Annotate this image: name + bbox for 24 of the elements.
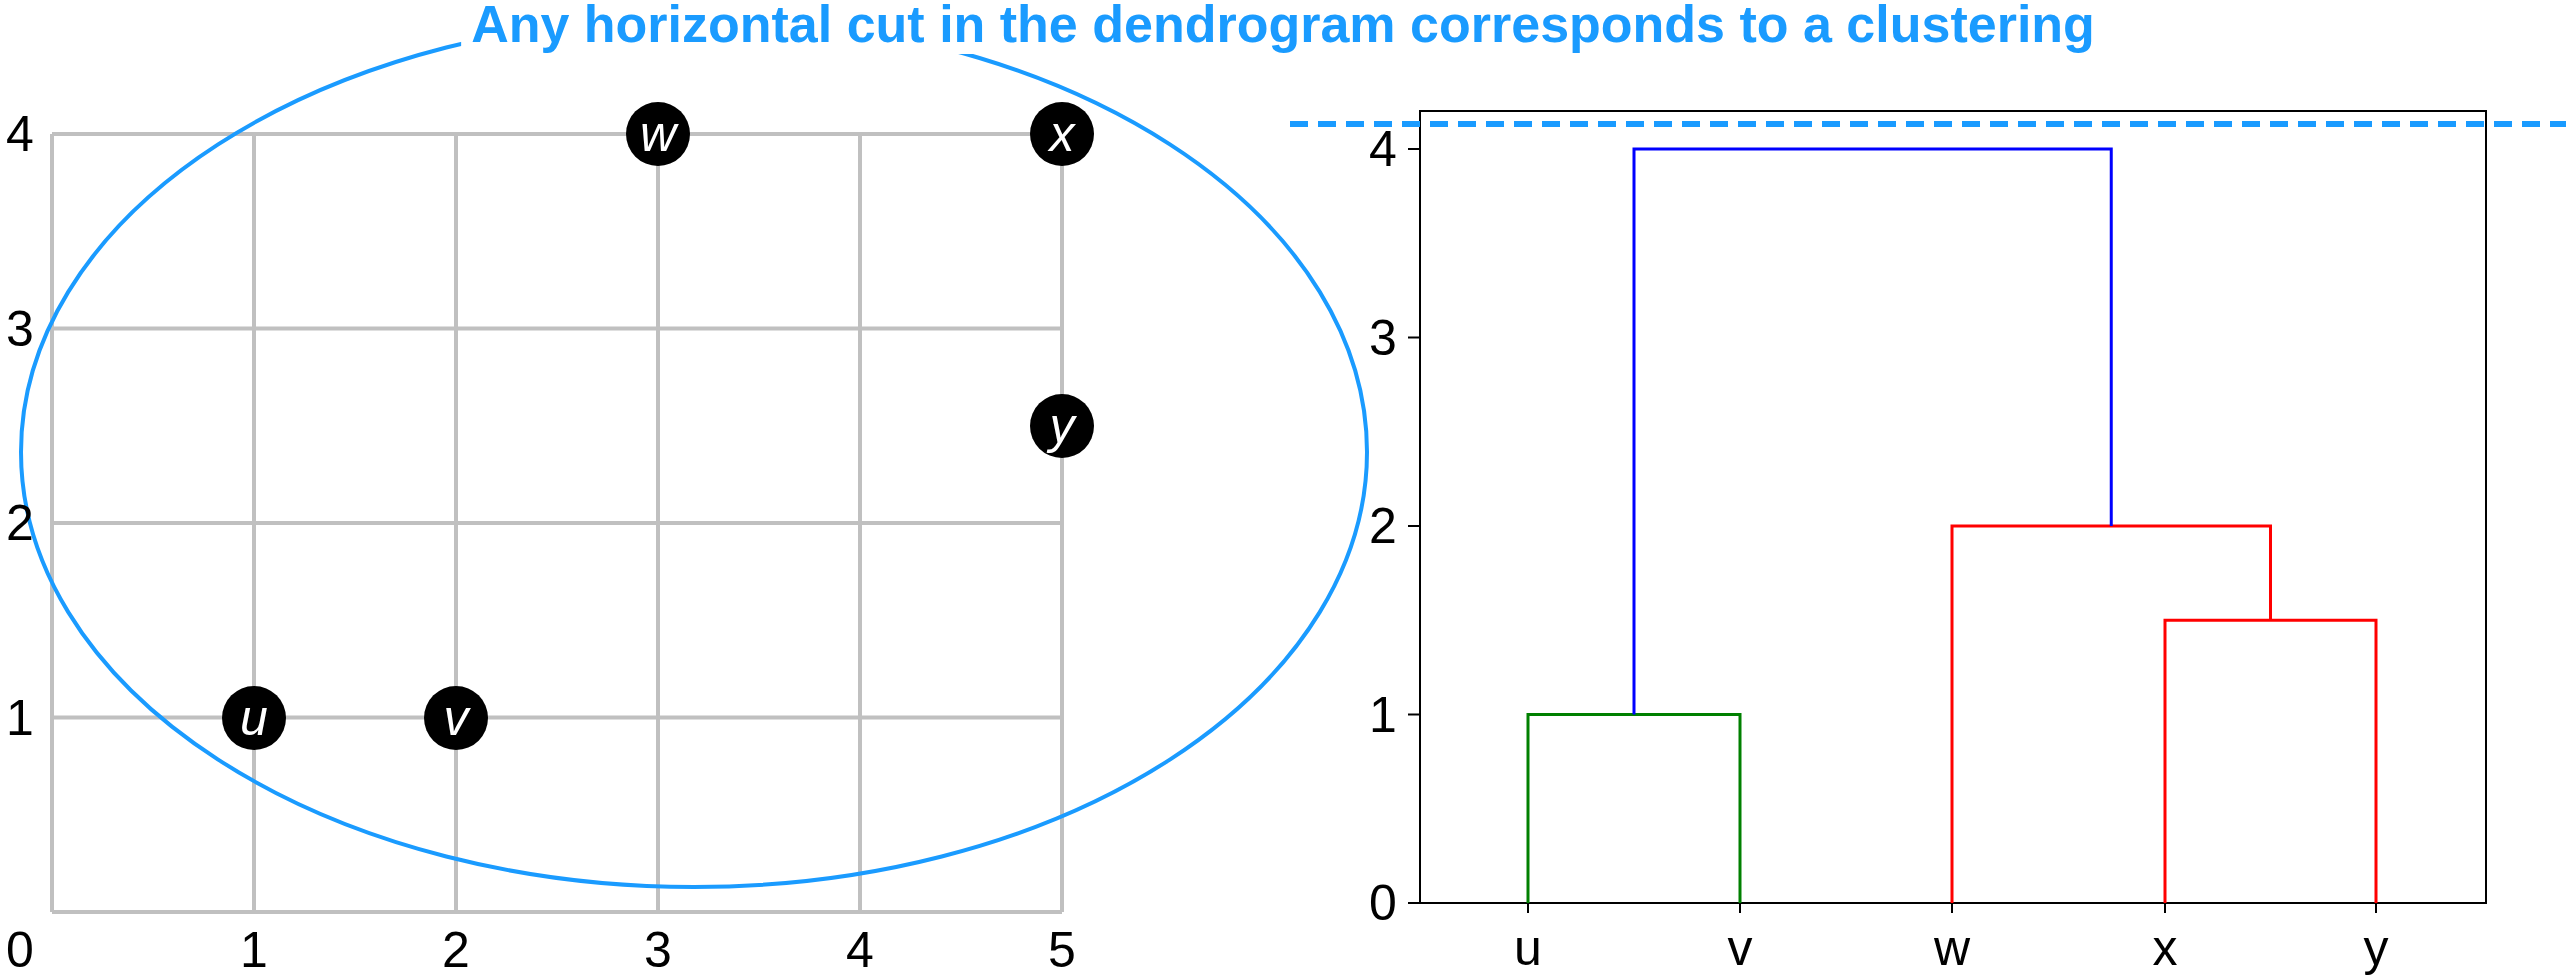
y-tick-label: 3 xyxy=(6,303,34,354)
point-marker: x xyxy=(1030,102,1094,166)
x-tick-label: 0 xyxy=(6,925,34,975)
y-tick-label: 4 xyxy=(1369,124,1397,174)
y-tick-label: 1 xyxy=(1369,689,1397,740)
point-marker: w xyxy=(626,102,690,166)
leaf-label: w xyxy=(1933,923,1971,973)
y-tick-label: 1 xyxy=(6,692,34,743)
y-tick-label: 3 xyxy=(1369,312,1397,363)
point-marker: y xyxy=(1030,393,1094,458)
leaf-label: u xyxy=(1514,923,1542,973)
x-tick-label: 4 xyxy=(846,925,874,975)
leaf-label: y xyxy=(2363,923,2389,973)
x-tick-label: 3 xyxy=(644,925,672,975)
point-marker: v xyxy=(424,685,488,750)
y-tick-label: 4 xyxy=(6,109,34,159)
leaf-label: v xyxy=(1727,923,1753,973)
x-tick-label: 2 xyxy=(442,925,470,975)
point-marker: u xyxy=(222,685,286,750)
y-tick-label: 2 xyxy=(1369,501,1397,551)
y-tick-label: 0 xyxy=(1369,878,1397,928)
x-tick-label: 1 xyxy=(240,925,268,975)
x-tick-label: 5 xyxy=(1048,925,1076,975)
leaf-label: x xyxy=(2152,923,2178,973)
